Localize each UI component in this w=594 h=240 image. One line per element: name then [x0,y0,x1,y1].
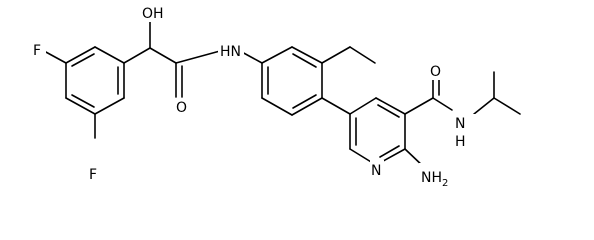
fluorine-atom-2: F [88,165,102,183]
carbonyl-oxygen-1: O [175,98,187,116]
carbonyl-oxygen-2: O [429,62,441,80]
structure-canvas: F F OH O HN O [32,4,521,189]
hydroxyl-group: OH [141,4,165,22]
svg-text:NH2: NH2 [421,170,448,189]
atom-labels: F F OH O HN O [32,4,477,189]
bond-layer [43,21,521,169]
amide-nh-2: N H [451,114,477,150]
svg-text:O: O [430,64,441,80]
svg-text:N: N [455,116,465,132]
molecule-drawing: F F OH O HN O [32,4,521,189]
amide-nh-1: HN [218,42,244,60]
svg-text:HN: HN [220,44,241,60]
svg-text:F: F [33,43,41,59]
svg-text:OH: OH [142,6,164,22]
svg-text:N: N [371,163,381,179]
svg-text:F: F [89,167,97,183]
amino-group: NH2 [419,163,459,189]
svg-text:H: H [455,134,466,150]
pyridine-nitrogen: N [370,160,384,179]
svg-text:O: O [176,100,187,116]
fluorine-atom-1: F [32,40,46,59]
